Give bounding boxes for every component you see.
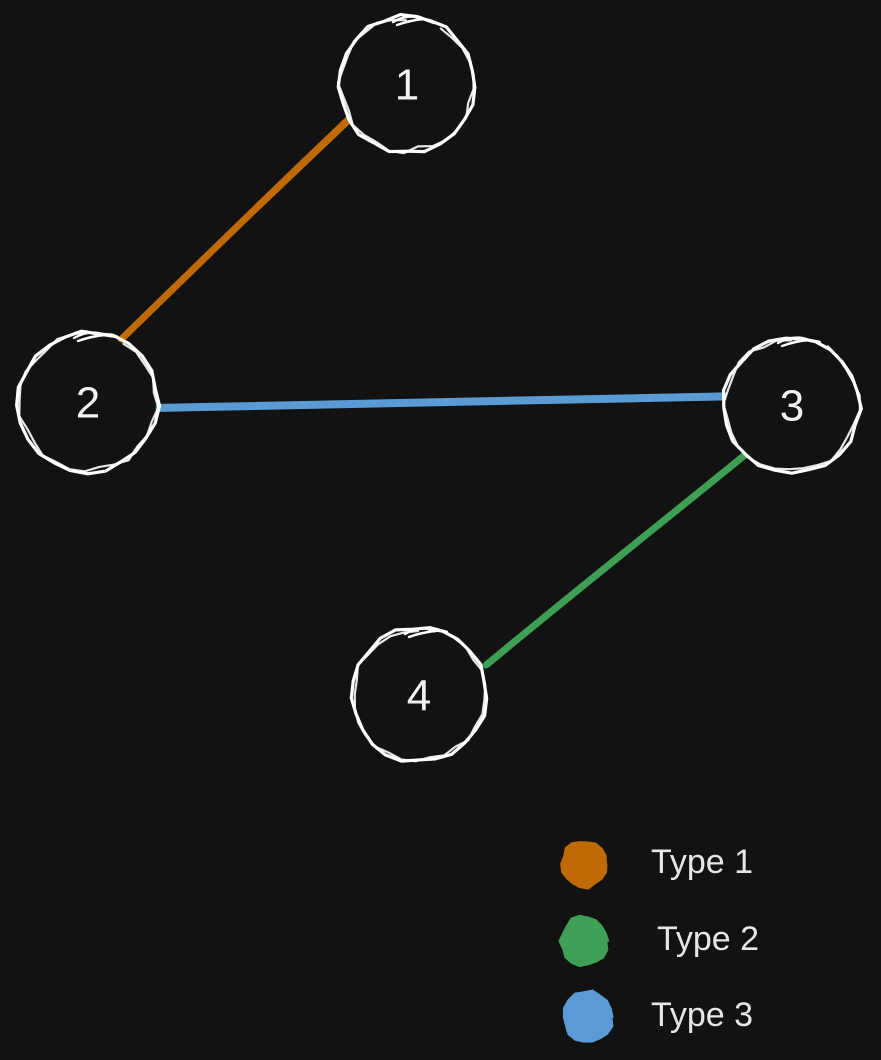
edge-2-1[interactable]: [117, 115, 353, 343]
edge-2-3[interactable]: [155, 392, 730, 412]
legend-item-label: Type 1: [651, 843, 753, 881]
node-label: 1: [395, 61, 419, 110]
node-outline-closing-hook: [391, 15, 426, 27]
edge-stroke-secondary: [119, 119, 353, 342]
node-outline-pass-2: [18, 330, 160, 473]
legend-item-2[interactable]: Type 2: [558, 914, 759, 968]
legend-color-swatch: [562, 989, 614, 1043]
legend-color-swatch: [560, 841, 608, 890]
node-2[interactable]: 2: [15, 329, 162, 476]
legend-item-label: Type 3: [651, 996, 753, 1034]
node-fill: [341, 18, 473, 150]
legend-item-3[interactable]: Type 3: [562, 989, 753, 1043]
node-fill: [726, 339, 858, 471]
node-fill: [354, 630, 484, 760]
node-outline-closing-hook: [72, 331, 107, 343]
node-label: 2: [76, 379, 100, 428]
edges-layer: [117, 115, 748, 669]
node-label: 3: [780, 382, 804, 431]
edge-3-4[interactable]: [482, 452, 748, 669]
node-outline-closing-hook: [776, 336, 811, 348]
node-3[interactable]: 3: [721, 336, 863, 475]
node-outline-pass-2: [353, 629, 487, 763]
node-fill: [20, 334, 156, 470]
nodes-layer: 1 2 3 4: [15, 12, 863, 763]
node-4[interactable]: 4: [349, 626, 489, 763]
node-label: 4: [407, 672, 431, 721]
node-outline-pass-2: [722, 339, 862, 471]
legend-color-swatch: [558, 914, 610, 968]
edge-stroke-secondary: [156, 395, 727, 409]
legend-item-label: Type 2: [657, 920, 759, 958]
legend-layer: Type 1 Type 2 Type 3: [558, 841, 759, 1043]
legend-item-1[interactable]: Type 1: [560, 841, 753, 890]
node-1[interactable]: 1: [336, 12, 477, 155]
node-outline-closing-hook: [403, 627, 438, 639]
node-outline-pass-2: [336, 18, 475, 155]
edge-stroke-secondary: [483, 454, 745, 669]
